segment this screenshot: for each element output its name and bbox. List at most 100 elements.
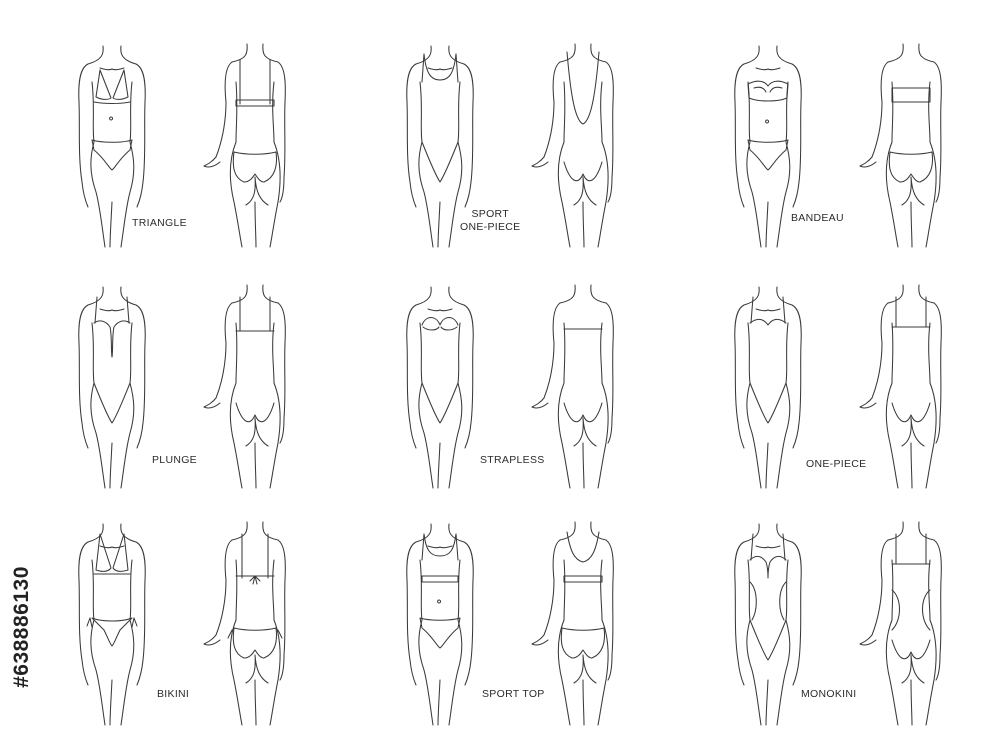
neck-right: [448, 45, 465, 65]
back-left-torso: [885, 322, 899, 489]
neck-right: [120, 523, 137, 543]
back-right-arm: [277, 302, 286, 444]
right-torso-outline: [120, 559, 135, 726]
back-left-hand: [531, 402, 549, 409]
back-right-torso: [269, 81, 281, 248]
collarbone: [755, 67, 769, 71]
neck-right: [120, 286, 137, 306]
inner-thigh: [437, 679, 441, 726]
inner-thigh: [437, 442, 441, 489]
collarbone: [767, 308, 781, 312]
stock-id-watermark: #638886130: [2, 510, 42, 740]
right-arm-outline: [135, 304, 146, 449]
neck-right: [448, 523, 465, 543]
back-inner-thigh: [254, 442, 257, 489]
back-neck-left: [559, 521, 576, 541]
back-left-torso: [557, 559, 571, 726]
leg-openings: [749, 619, 787, 661]
back-neck-right: [918, 43, 935, 63]
back-left-arm: [531, 539, 561, 645]
triangle-figures: [78, 43, 286, 248]
back-left-hand: [531, 161, 549, 168]
straps: [94, 296, 130, 324]
back-left-hand: [859, 161, 877, 168]
neck-left: [87, 286, 104, 306]
back-left-hand: [531, 639, 549, 646]
back-leg-line: [891, 402, 931, 423]
right-torso-outline: [776, 81, 791, 248]
glute-lines: [245, 176, 269, 206]
sport-one-piece-figures: [406, 43, 614, 248]
style-label: TRIANGLE: [132, 217, 187, 229]
back-left-hand: [203, 639, 221, 646]
bottom-outline: [419, 617, 461, 649]
left-arm-outline: [78, 304, 89, 449]
inner-thigh: [109, 201, 113, 248]
neck-left: [743, 286, 760, 306]
collarbone: [99, 545, 113, 549]
underband: [93, 101, 131, 105]
back-left-hand: [859, 639, 877, 646]
back-right-arm: [605, 539, 614, 681]
leg-openings: [93, 382, 131, 424]
right-torso-outline: [120, 322, 135, 489]
monokini-neckline: [749, 555, 787, 579]
left-torso-outline: [418, 559, 434, 726]
back-right-arm: [277, 61, 286, 203]
collarbone: [439, 308, 453, 312]
navel: [109, 116, 114, 121]
collarbone: [755, 545, 769, 549]
back-bottom-outline: [560, 627, 605, 659]
back-straps: [895, 533, 927, 565]
scoop-neck: [423, 533, 457, 557]
back-right-torso: [925, 559, 937, 726]
right-arm-outline: [791, 63, 802, 208]
sweetheart-top: [421, 316, 459, 326]
right-torso-outline: [448, 559, 463, 726]
collarbone: [755, 308, 769, 312]
back-left-torso: [885, 81, 899, 248]
leg-openings: [421, 382, 459, 424]
back-neck-left: [231, 43, 248, 63]
collarbone: [767, 545, 781, 549]
swimsuit-one-piece: ONE-PIECE: [718, 283, 1000, 493]
left-torso-outline: [418, 81, 434, 248]
bottom-outline: [747, 139, 789, 171]
bikini-top: [95, 533, 129, 572]
back-cut-outs: [891, 589, 931, 631]
back-left-arm: [203, 539, 233, 645]
back-neck-right: [918, 284, 935, 304]
back-leg-line: [235, 402, 275, 423]
right-arm-outline: [463, 304, 474, 449]
left-arm-outline: [406, 63, 417, 208]
sport-band: [421, 575, 459, 583]
back-left-torso: [885, 559, 899, 726]
bikini-figures: [78, 521, 286, 726]
back-bottom-outline: [232, 151, 277, 183]
back-left-arm: [531, 61, 561, 167]
back-left-arm: [859, 61, 889, 167]
bandeau-top: [747, 80, 789, 102]
back-band: [563, 575, 603, 583]
neck-left: [415, 523, 432, 543]
style-label: MONOKINI: [801, 688, 857, 700]
right-arm-outline: [463, 541, 474, 686]
swimsuit-bikini: BIKINI: [62, 520, 362, 730]
back-neck-left: [231, 284, 248, 304]
right-torso-outline: [776, 559, 791, 726]
collarbone: [111, 67, 125, 71]
back-band: [235, 99, 275, 107]
style-label: PLUNGE: [152, 454, 197, 466]
neck-left: [87, 523, 104, 543]
back-right-torso: [597, 81, 609, 248]
back-right-torso: [597, 322, 609, 489]
back-right-torso: [597, 559, 609, 726]
left-arm-outline: [734, 304, 745, 449]
back-left-torso: [557, 81, 571, 248]
straps: [239, 59, 271, 105]
right-arm-outline: [791, 541, 802, 686]
style-label: ONE-PIECE: [806, 458, 867, 470]
back-left-arm: [203, 61, 233, 167]
neck-left: [415, 45, 432, 65]
back-straps: [239, 296, 271, 332]
